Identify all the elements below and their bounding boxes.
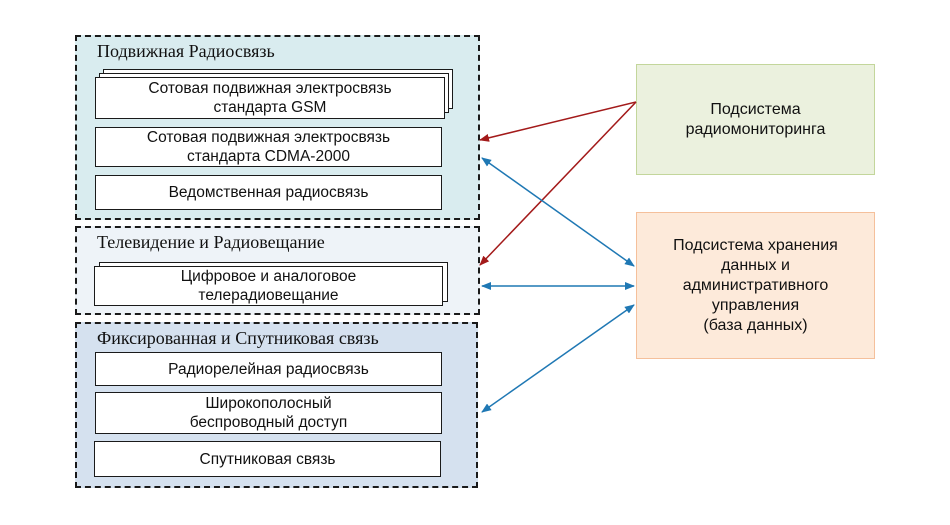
box-satellite: Спутниковая связь — [94, 441, 441, 477]
arrow-storage-mobile — [481, 157, 635, 267]
box-radio-relay: Радиорелейная радиосвязь — [95, 352, 442, 386]
box-broadband-wireless: Широкополосный беспроводный доступ — [95, 392, 442, 434]
group-title-fixed-satellite: Фиксированная и Спутниковая связь — [97, 328, 379, 348]
box-tv-radio-broadcasting: Цифровое и аналоговое телерадиовещание — [94, 266, 443, 306]
box-radiomonitoring-subsystem: Подсистема радиомониторинга — [636, 64, 875, 175]
box-cdma-2000: Сотовая подвижная электросвязь стандарта… — [95, 127, 442, 167]
box-departmental-radio: Ведомственная радиосвязь — [95, 175, 442, 210]
group-title-broadcasting: Телевидение и Радиовещание — [97, 232, 325, 252]
box-data-storage-subsystem: Подсистема хранения данных и администрат… — [636, 212, 875, 359]
group-title-mobile-radio: Подвижная Радиосвязь — [97, 41, 275, 61]
box-gsm: Сотовая подвижная электросвязь стандарта… — [95, 77, 445, 119]
arrow-monitoring-to-broadcast — [479, 101, 637, 266]
arrow-monitoring-to-mobile — [479, 101, 637, 142]
arrow-storage-fixed — [481, 304, 635, 413]
